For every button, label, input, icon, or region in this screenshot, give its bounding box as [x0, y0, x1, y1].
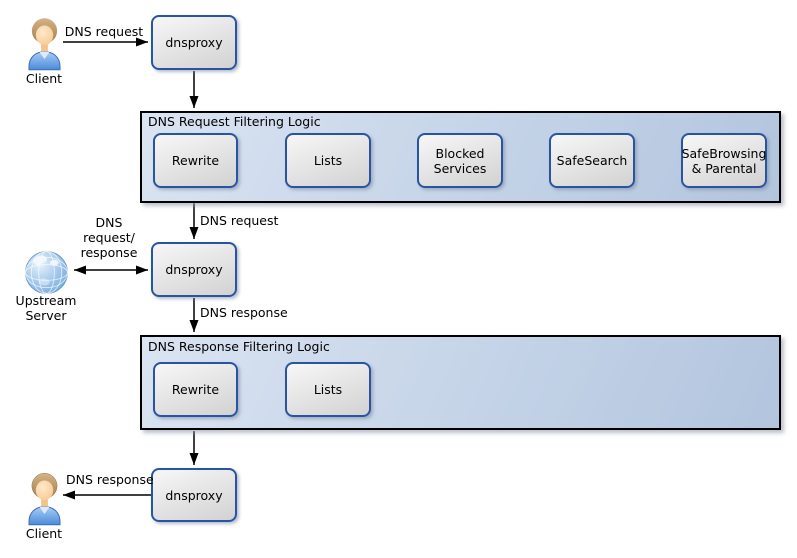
step-response-lists: Lists	[285, 362, 371, 417]
upstream-server-label: Upstream Server	[15, 293, 77, 323]
edge-label-dns-request-response: DNS request/ response	[80, 215, 138, 260]
step-request-safesearch: SafeSearch	[549, 133, 635, 188]
upstream-server-node	[24, 250, 69, 299]
client-label-bottom: Client	[25, 526, 63, 541]
request-filtering-title: DNS Request Filtering Logic	[148, 114, 321, 129]
globe-icon	[24, 250, 69, 295]
edge-label-dns-response-bottom: DNS response	[66, 472, 154, 487]
step-response-rewrite: Rewrite	[153, 362, 238, 417]
response-filtering-panel	[140, 335, 781, 430]
response-filtering-title: DNS Response Filtering Logic	[148, 339, 330, 354]
node-dnsproxy-middle: dnsproxy	[151, 242, 237, 297]
step-request-blocked-services: Blocked Services	[417, 133, 503, 188]
edge-label-dns-request-top: DNS request	[64, 24, 144, 39]
step-request-rewrite: Rewrite	[153, 133, 238, 188]
client-label-top: Client	[25, 71, 63, 86]
edge-label-dns-request-middle: DNS request	[200, 213, 279, 228]
edge-label-dns-response-middle: DNS response	[200, 305, 288, 320]
person-icon	[28, 18, 61, 71]
client-node-top	[28, 16, 61, 75]
person-icon	[28, 473, 61, 526]
client-node-bottom	[28, 471, 61, 530]
node-dnsproxy-bottom: dnsproxy	[151, 468, 237, 522]
node-dnsproxy-top: dnsproxy	[151, 15, 237, 70]
step-request-safebrowsing-parental: SafeBrowsing & Parental	[681, 133, 767, 188]
step-request-lists: Lists	[285, 133, 371, 188]
